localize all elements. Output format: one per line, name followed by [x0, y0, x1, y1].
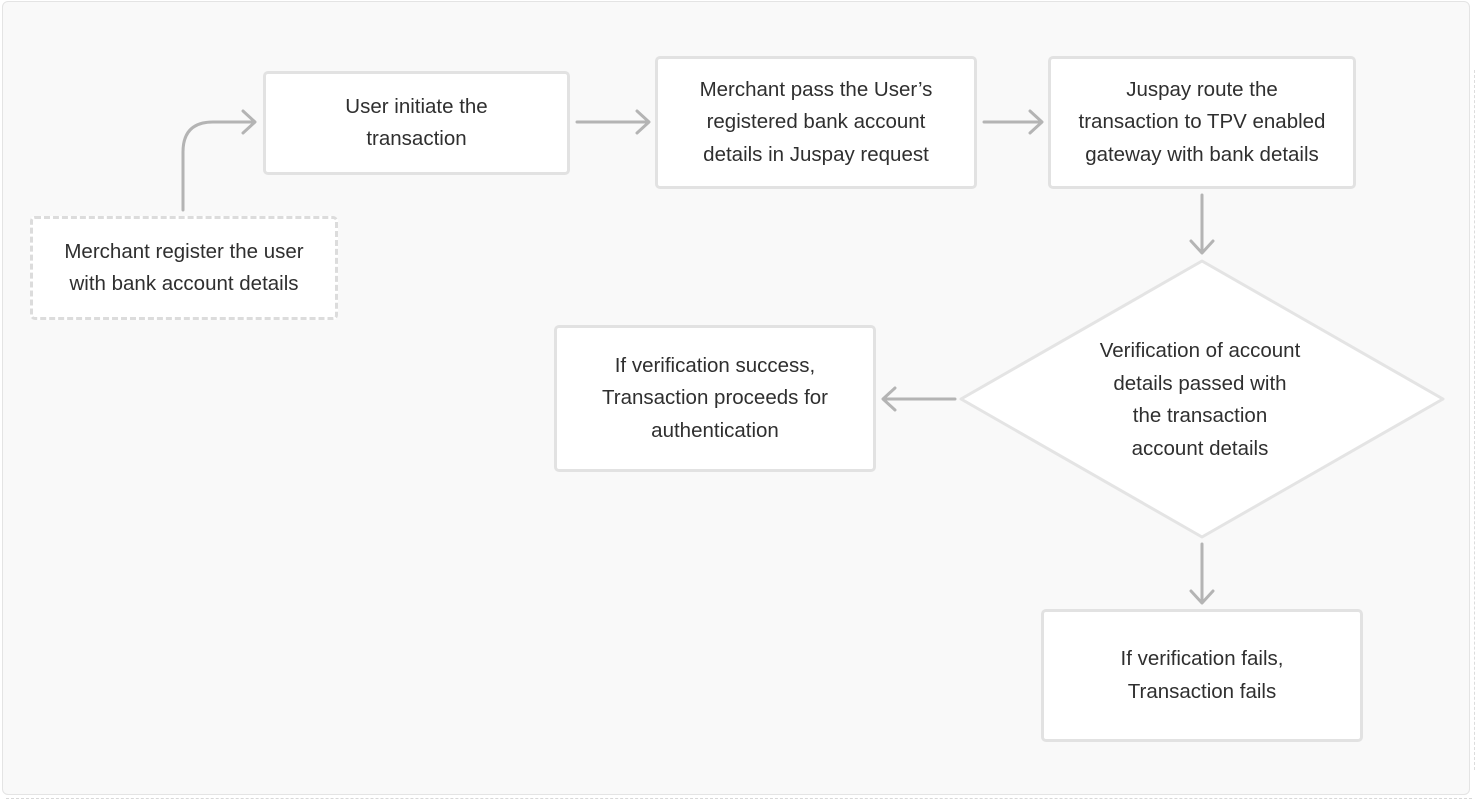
canvas-bottom-rule — [6, 795, 1472, 799]
verification-fails-node: If verification fails, Transaction fails — [1041, 609, 1363, 742]
verification-decision-label: Verification of account details passed w… — [1099, 339, 1301, 460]
arrow-register-to-initiate — [181, 120, 256, 212]
verification-success-node: If verification success, Transaction pro… — [554, 325, 876, 472]
merchant-register-node: Merchant register the user with bank acc… — [30, 216, 338, 320]
arrowhead-verification-to-fails — [1189, 589, 1215, 605]
verification-diamond — [959, 259, 1445, 539]
arrowhead-merchant-pass-to-juspay-route — [1028, 109, 1044, 135]
user-initiate-node: User initiate the transaction — [263, 71, 570, 175]
arrowhead-register-to-initiate — [241, 109, 257, 135]
arrowhead-juspay-route-to-verification — [1189, 239, 1215, 255]
juspay-route-node: Juspay route the transaction to TPV enab… — [1048, 56, 1356, 189]
merchant-pass-node: Merchant pass the User’s registered bank… — [655, 56, 977, 189]
arrowhead-initiate-to-merchant-pass — [635, 109, 651, 135]
arrowhead-verification-to-success — [881, 386, 897, 412]
canvas-side-rule — [1471, 70, 1475, 770]
